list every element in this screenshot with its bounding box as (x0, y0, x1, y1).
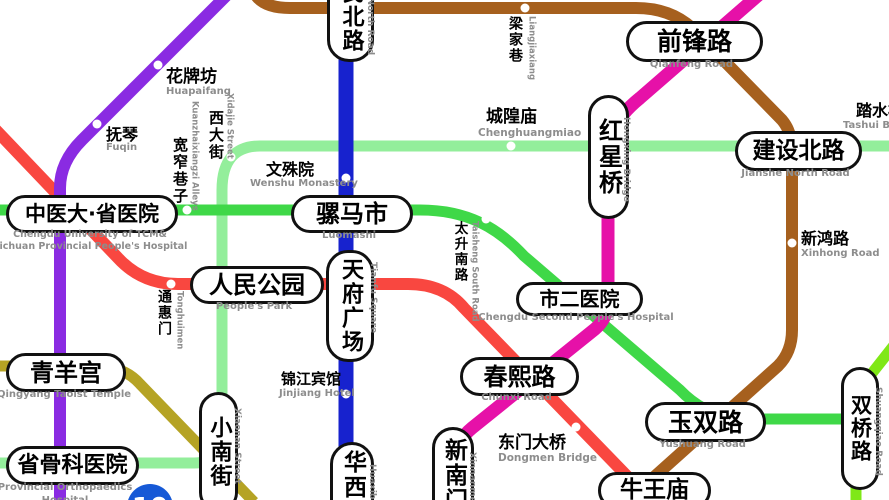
station-hongxingqiao-en: Hongxing Bridge (621, 117, 631, 202)
station-tashuiqiao-zh[interactable]: 踏水桥 (856, 101, 889, 120)
station-xiaonanjie[interactable]: 小南街 (199, 392, 238, 500)
station-liangjiaxiang-zh[interactable]: 梁家巷 (507, 16, 523, 64)
station-jianshebeilu-en: Jianshe North Road (741, 168, 850, 179)
station-xinnanmen[interactable]: 新南门 (432, 427, 474, 500)
station-dot (226, 152, 236, 162)
station-kuanzhai-zh[interactable]: 宽窄巷子 (171, 137, 189, 205)
station-dot (166, 279, 176, 289)
station-jinjiangbinguan-zh[interactable]: 锦江宾馆 (281, 370, 342, 388)
station-jianshebeilu-zh: 建设北路 (752, 137, 845, 164)
station-xinnanmen-en: Xinnanmen (467, 452, 477, 500)
station-jinjiangbinguan-en: Jinjiang Hotel (279, 388, 355, 399)
station-zhongyida[interactable]: 中医大·省医院 (6, 195, 178, 233)
station-shuangqiaolu-zh: 双桥路 (848, 394, 873, 463)
station-chunxilu-en: Chunxi Road (481, 392, 552, 403)
station-zhongyida-en1: Chengdu University of TCM& (13, 229, 167, 240)
station-dot (506, 141, 516, 151)
brown-line (251, 0, 798, 500)
station-chenghuangmiao-zh[interactable]: 城隍庙 (486, 107, 537, 127)
station-dongmendaqiao-en: Dongmen Bridge (498, 452, 598, 464)
station-qianfenglu[interactable]: 前锋路 (626, 21, 763, 62)
station-chunxilu-zh: 春熙路 (483, 362, 556, 391)
station-zhongyida-en2: Sichuan Provincial People's Hospital (0, 240, 188, 252)
station-dongmendaqiao-zh[interactable]: 东门大桥 (498, 433, 566, 453)
station-chunxilu[interactable]: 春熙路 (460, 357, 579, 396)
station-niuwangmiao-zh: 牛王庙 (620, 477, 689, 500)
station-taishengnanlu-zh[interactable]: 太升南路 (451, 221, 468, 283)
station-tashuiqiao-en: Tashui Bridge (843, 120, 889, 131)
station-shuangqiaolu-en: Shuangqiao Road (873, 387, 883, 476)
station-xinhonglu-zh[interactable]: 新鸿路 (801, 229, 850, 248)
station-taishengnanlu-en: Taisheng South Road (469, 221, 480, 322)
station-qianfenglu-en: Qianfeng Road (649, 59, 734, 70)
line-10-badge: 10 (128, 484, 172, 500)
station-renminbeilu-en: Renmin North Road (365, 0, 375, 56)
station-dot (182, 205, 192, 215)
station-dot (481, 214, 491, 224)
purple-line (54, 0, 231, 500)
station-kuanzhai-en: Kuanzhaixiangzi Alleys (189, 101, 200, 211)
station-dot (341, 389, 351, 399)
station-dot (571, 422, 581, 432)
station-hongxingqiao[interactable]: 红星桥 (588, 95, 629, 219)
station-xinnanmen-zh: 新南门 (440, 437, 467, 500)
station-hongxingqiao-zh: 红星桥 (594, 118, 623, 196)
station-shieryiyuan-zh: 市二医院 (539, 287, 620, 311)
station-tianfuguangchang[interactable]: 天府广场 (326, 250, 374, 362)
station-qingyanggong[interactable]: 青羊宫 (6, 353, 126, 392)
station-yushuanglu-en: Yushuang Road (659, 439, 746, 450)
station-jianshebeilu[interactable]: 建设北路 (735, 131, 862, 171)
station-fuqin-en: Fuqin (106, 142, 138, 153)
station-tonghuimen-zh[interactable]: 通惠门 (156, 289, 172, 337)
station-shenggukeyiyuan-en: Provincial Orthopaedics Hospital (0, 482, 133, 500)
line-10-badge-circle (128, 484, 172, 500)
station-xidajie-en: Xidajie Street (224, 93, 235, 159)
station-renminbeilu[interactable]: 人民北路 (327, 0, 374, 62)
station-dot (520, 3, 530, 13)
station-huapaifang-zh[interactable]: 花牌坊 (166, 67, 217, 87)
station-huaxiba[interactable]: 华西坝 (330, 442, 374, 500)
station-fuqin-zh[interactable]: 抚琴 (106, 125, 139, 144)
station-shenggukeyiyuan-zh: 省骨科医院 (17, 452, 128, 478)
station-tianfuguangchang-zh: 天府广场 (338, 258, 363, 354)
station-yushuanglu-zh: 玉双路 (667, 407, 743, 437)
station-renminbeilu-zh: 人民北路 (338, 0, 364, 53)
station-niuwangmiao[interactable]: 牛王庙 (598, 472, 711, 500)
station-qingyanggong-zh: 青羊宫 (30, 358, 102, 387)
station-zhongyida-zh: 中医大·省医院 (25, 201, 159, 226)
station-renmingongyuan-zh: 人民公园 (209, 271, 305, 299)
station-huaxiba-zh: 华西坝 (339, 450, 366, 500)
station-dot (153, 60, 163, 70)
station-luomashi-en: Luomashi (321, 230, 377, 241)
station-shuangqiaolu[interactable]: 双桥路 (841, 367, 879, 490)
station-dots (92, 3, 797, 432)
station-dot (787, 238, 797, 248)
station-xidajie-zh[interactable]: 西大街 (207, 110, 225, 161)
station-dot (341, 173, 351, 183)
station-shieryiyuan-en: Chengdu Second People's Hospital (478, 312, 674, 323)
station-qianfenglu-zh: 前锋路 (656, 27, 732, 56)
station-zhongyida-en: Chengdu University of TCM& Sichuan Provi… (0, 229, 210, 253)
station-wenshuyuan-en: Wenshu Monastery (250, 178, 358, 189)
station-shieryiyuan[interactable]: 市二医院 (516, 282, 643, 316)
station-huapaifang-en: Huapaifang (166, 86, 231, 97)
station-luomashi-zh: 骡马市 (316, 200, 388, 228)
station-xiaonanjie-zh: 小南街 (206, 416, 232, 488)
station-yushuanglu[interactable]: 玉双路 (645, 402, 766, 442)
line-10-badge-label: 10 (132, 493, 168, 500)
station-tonghuimen-en: Tonghuimen (174, 291, 185, 350)
station-qingyanggong-en: Qingyang Taoist Temple (0, 389, 132, 400)
station-tianfuguangchang-en: Tianfu Square (368, 262, 378, 334)
station-luomashi[interactable]: 骡马市 (291, 195, 413, 233)
station-shenggukeyiyuan[interactable]: 省骨科医院 (6, 446, 139, 485)
station-xinhonglu-en: Xinhong Road (801, 248, 880, 259)
station-chenghuangmiao-en: Chenghuangmiao (478, 127, 582, 139)
station-wenshuyuan-zh[interactable]: 文殊院 (266, 160, 315, 179)
station-renmingongyuan-en: People's Park (215, 301, 293, 312)
station-xiaonanjie-en: Xiaonan Street (232, 408, 242, 485)
station-huaxiba-en: Huaxiba (367, 464, 377, 500)
station-liangjiaxiang-en: Liangjiaxiang (526, 16, 537, 81)
station-dot (92, 119, 102, 129)
station-renmingongyuan[interactable]: 人民公园 (190, 266, 324, 304)
